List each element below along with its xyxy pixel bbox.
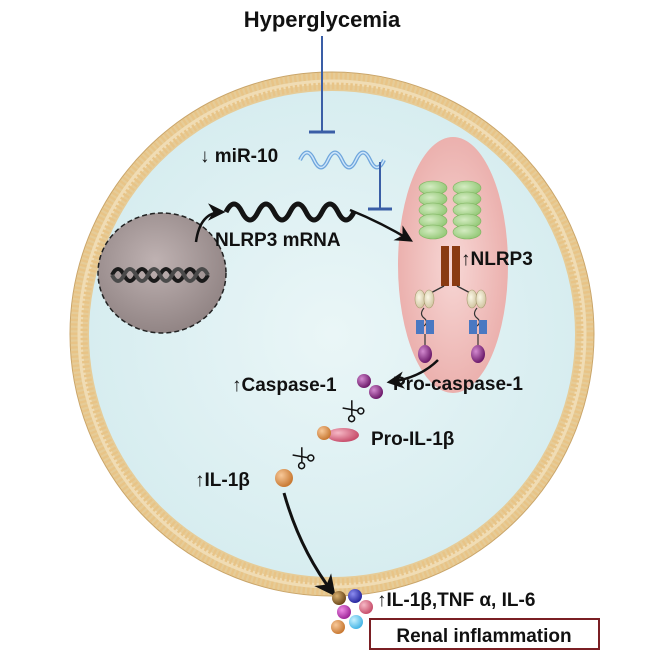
renal-inflammation-label: Renal inflammation — [396, 626, 571, 647]
pro-caspase-1-label: Pro-caspase-1 — [393, 374, 523, 395]
pro-caspase-1-right — [471, 345, 485, 363]
hyperglycemia-inhibition — [309, 36, 335, 134]
pro-il-1b-label: Pro-IL-1β — [371, 429, 454, 450]
transcription-arrow — [194, 203, 226, 243]
mir10-label: ↓ miR-10 — [200, 146, 278, 167]
lrr-domains — [418, 180, 482, 240]
secretion-arrow — [282, 492, 336, 597]
activation-arrow — [386, 359, 439, 389]
pyd-domains — [414, 289, 487, 309]
scissors-icon — [342, 400, 365, 423]
cytokines-label: ↑IL-1β,TNF α, IL-6 — [377, 590, 535, 611]
mir10-strand — [298, 150, 386, 170]
hyperglycemia-label: Hyperglycemia — [244, 7, 401, 32]
nucleus — [97, 212, 227, 334]
pro-caspase-1-left — [418, 345, 432, 363]
inflammasome — [398, 137, 508, 393]
nlrp3-label: ↑NLRP3 — [461, 249, 533, 270]
nlrp3-mrna-strand — [223, 201, 357, 223]
translation-arrow — [349, 208, 414, 242]
caspase-1-dimer — [357, 374, 383, 399]
dna-nucleus-icon — [110, 267, 210, 283]
il-1b-label: ↑IL-1β — [195, 470, 250, 491]
nacht-domains — [441, 246, 460, 286]
nlrp3-mrna-label: NLRP3 mRNA — [215, 230, 341, 251]
il-1b-molecule — [275, 469, 293, 487]
pro-il-1b-molecule — [317, 426, 359, 442]
cytoplasm — [89, 91, 575, 577]
cytokine-cluster — [331, 589, 373, 634]
card-domains — [416, 320, 487, 334]
scissors-icon — [292, 447, 315, 470]
mir10-inhibition — [368, 162, 392, 211]
renal-inflammation-box — [369, 618, 600, 650]
caspase-1-label: ↑Caspase-1 — [232, 375, 337, 396]
